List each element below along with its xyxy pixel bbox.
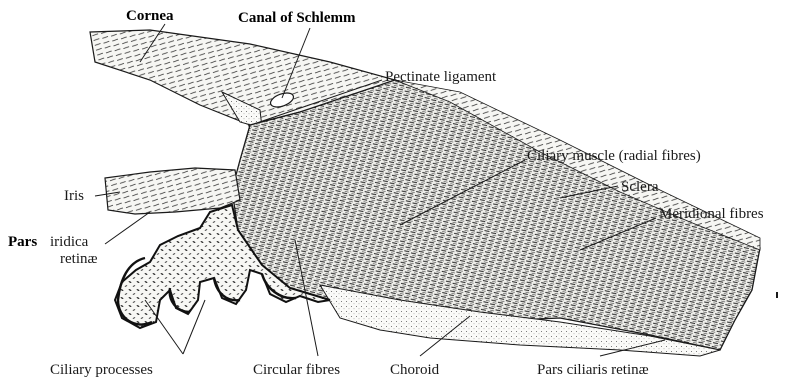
sclera-label: Sclera	[621, 179, 659, 195]
pars-iridica-leader	[105, 212, 150, 244]
choroid-label: Choroid	[390, 362, 440, 378]
circular-fibres-label: Circular fibres	[253, 362, 340, 378]
canal-of-schlemm-label: Canal of Schlemm	[238, 10, 356, 26]
cornea-label: Cornea	[126, 8, 174, 24]
iris-label: Iris	[64, 188, 84, 204]
speck-mark	[776, 292, 778, 298]
pectinate-ligament-label: Pectinate ligament	[385, 69, 497, 85]
iris-tissue	[105, 168, 240, 214]
meridional-fibres-label: Meridional fibres	[659, 206, 764, 222]
pars-iridica-label: iridica	[50, 234, 89, 250]
ciliary-muscle-label: Ciliary muscle (radial fibres)	[527, 148, 701, 164]
pars-ciliaris-retinae-label: Pars ciliaris retinæ	[537, 362, 649, 378]
pars-iridica-bold-label: Pars	[8, 234, 37, 250]
retinae-label: retinæ	[60, 251, 98, 267]
ciliary-processes-label: Ciliary processes	[50, 362, 153, 378]
